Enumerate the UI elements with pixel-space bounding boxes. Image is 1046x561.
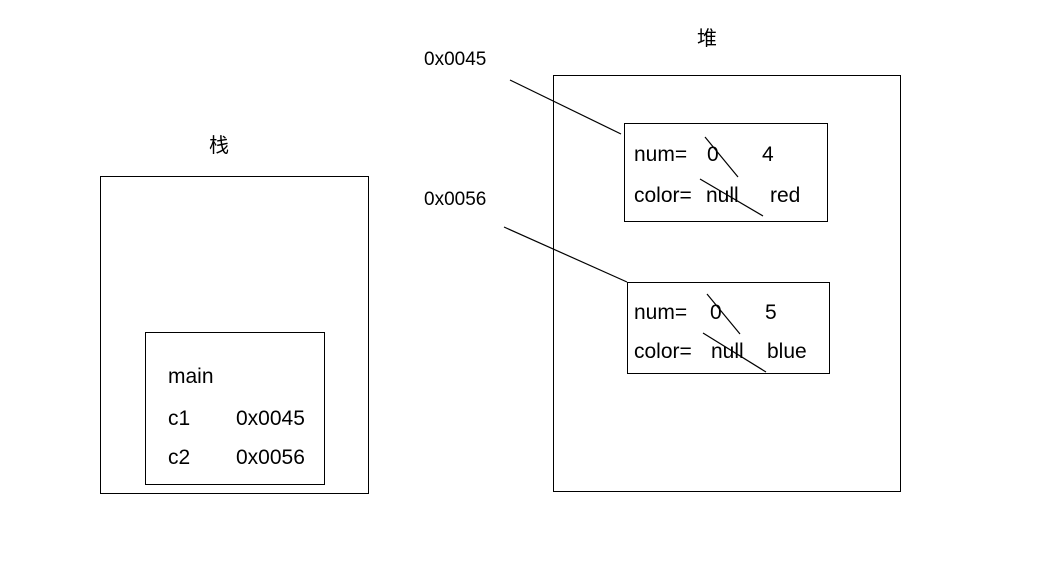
heap-object-1-field-num-key: num= [634, 143, 688, 166]
heap-object-2-field-color-key: color= [634, 340, 692, 363]
heap-object-2-field-num-key: num= [634, 301, 688, 324]
stack-variable-c1-value: 0x0045 [236, 407, 305, 430]
stack-variable-c1-name: c1 [168, 407, 191, 430]
stack-frame-name: main [168, 365, 214, 388]
callout-address-label-2: 0x0056 [424, 189, 487, 210]
heap-object-2-field-num-old-value: 0 [710, 301, 722, 324]
heap-object-2-field-color-new-value: blue [767, 340, 807, 363]
heap-object-1-field-color-new-value: red [770, 184, 801, 207]
heap-object-1-field-num-new-value: 4 [762, 143, 774, 166]
stack-title: 栈 [209, 135, 229, 157]
stack-variable-c2-value: 0x0056 [236, 446, 305, 469]
heap-region-box [553, 75, 901, 492]
heap-object-2-field-num-new-value: 5 [765, 301, 777, 324]
heap-object-box-1 [624, 123, 828, 222]
heap-object-1-field-num-old-value: 0 [707, 143, 719, 166]
main-stack-frame-box [145, 332, 325, 485]
heap-title: 堆 [697, 28, 717, 50]
heap-object-1-field-color-key: color= [634, 184, 692, 207]
callout-address-label-1: 0x0045 [424, 49, 487, 70]
stack-variable-c2-name: c2 [168, 446, 191, 469]
heap-object-box-2 [627, 282, 830, 374]
stack-region-box [100, 176, 369, 494]
heap-object-2-field-color-old-value: null [711, 340, 744, 363]
heap-object-1-field-color-old-value: null [706, 184, 739, 207]
